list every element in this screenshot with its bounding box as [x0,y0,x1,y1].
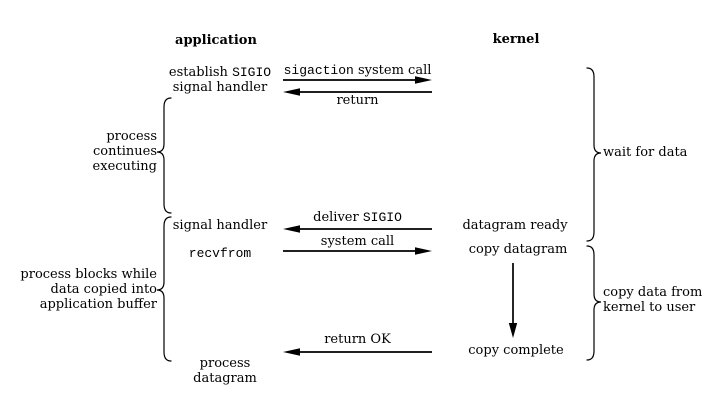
deliver-sigio-arrow-label: deliver SIGIO [283,211,432,225]
copy-progress-arrow [508,263,518,338]
signal-handler-line: signal handler [172,80,268,95]
left-brace-process-continues [156,97,172,214]
recvfrom-label: recvfrom [188,246,252,261]
application-header: application [175,33,257,48]
copy-complete-label: copy complete [468,343,564,358]
return-ok-arrow [283,348,432,356]
process-continues-line1: process [106,129,157,144]
process-blocks-line2: data copied into [50,282,158,297]
process-datagram-line2: datagram [193,371,257,386]
process-continues-line2: continues [93,144,157,159]
process-datagram-line1: process [199,356,251,371]
deliver-sigio-code-text: SIGIO [362,210,402,225]
left-brace-process-blocks [156,216,172,362]
deliver-text: deliver [313,210,359,225]
signal-handler-label: signal handler [172,218,268,233]
datagram-ready-label: datagram ready [462,218,568,233]
process-datagram-label: process datagram [155,356,295,386]
sigaction-arrow-label: sigaction system call [283,64,432,78]
copy-data-line2: kernel to user [603,300,696,315]
establish-sigio-handler-label: establish SIGIO signal handler [150,65,290,95]
copy-data-annotation: copy data from kernel to user [603,285,702,315]
copy-datagram-label: copy datagram [468,242,568,257]
establish-text: establish [168,65,228,80]
right-brace-copy-data [586,245,602,361]
sigaction-suffix-text: system call [357,63,432,78]
process-blocks-annotation: process blocks while data copied into ap… [17,267,157,312]
establish-sigio-line: establish SIGIO [150,65,290,80]
process-blocks-line1: process blocks while [20,267,157,282]
kernel-header: kernel [492,32,540,47]
deliver-sigio-arrow [283,225,432,233]
system-call-arrow-label: system call [320,234,395,249]
return-arrow-label: return [336,93,379,108]
copy-data-line1: copy data from [603,285,703,300]
sigaction-code-text: sigaction [283,63,354,78]
sigio-code-text: SIGIO [232,65,272,80]
wait-for-data-annotation: wait for data [603,145,688,160]
process-continues-line3: executing [92,159,157,174]
return-ok-arrow-label: return OK [324,332,391,347]
right-brace-wait-for-data [586,67,602,242]
process-blocks-line3: application buffer [39,297,157,312]
process-continues-annotation: process continues executing [37,129,157,174]
